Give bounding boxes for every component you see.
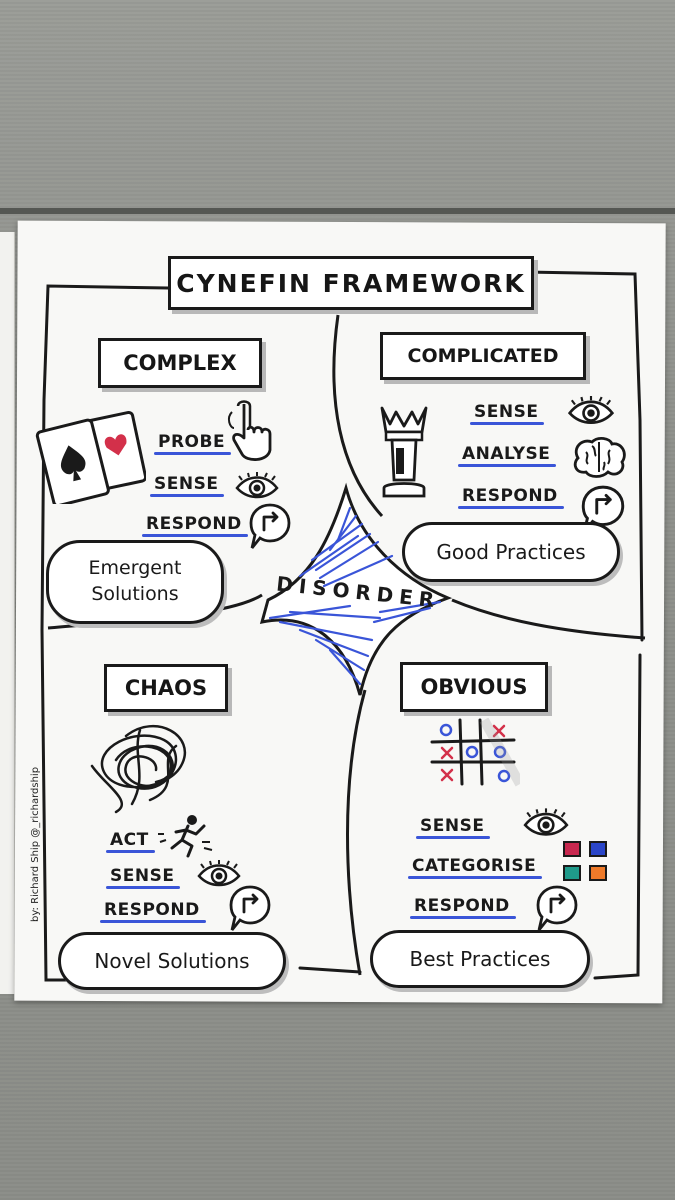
complex-step-respond: RESPOND (142, 514, 248, 537)
pointing-hand-icon (227, 400, 272, 461)
eye-icon (235, 472, 279, 499)
brain-icon (573, 437, 626, 478)
artist-credit: by: Richard Ship @_richardship (30, 766, 41, 922)
complicated-step-sense: SENSE (469, 402, 545, 425)
speech-bubble-arrow-icon (229, 885, 271, 931)
complex-outcome-line1: Emergent (88, 557, 182, 580)
complicated-outcome-cloud: Good Practices (402, 522, 620, 582)
complicated-step-analyse: ANALYSE (457, 444, 557, 467)
complicated-step-respond: RESPOND (458, 486, 564, 509)
obvious-outcome-cloud: Best Practices (370, 930, 590, 988)
obvious-step-respond: RESPOND (410, 896, 516, 919)
wall-seam (0, 208, 675, 214)
scribble-icon (90, 724, 186, 814)
complex-title: COMPLEX (98, 338, 262, 388)
obvious-step-categorise: CATEGORISE (407, 856, 543, 879)
speech-bubble-arrow-icon (536, 885, 578, 931)
tic-tac-toe-icon (430, 718, 520, 787)
page-title: CYNEFIN FRAMEWORK (168, 256, 534, 310)
obvious-step-sense: SENSE (415, 816, 491, 839)
eye-icon (567, 396, 615, 424)
chaos-step-sense: SENSE (105, 866, 181, 889)
obvious-title: OBVIOUS (400, 662, 548, 712)
speech-bubble-arrow-icon (249, 503, 291, 549)
chaos-outcome-cloud: Novel Solutions (58, 932, 286, 990)
adjacent-sheet (0, 232, 15, 994)
chaos-step-respond: RESPOND (100, 900, 206, 923)
chaos-step-act: ACT (106, 830, 155, 853)
running-person-icon (158, 815, 213, 858)
complex-outcome-cloud: Emergent Solutions (46, 540, 224, 624)
chess-queen-icon (380, 406, 428, 498)
eye-icon (197, 860, 241, 887)
playing-cards-icon (35, 410, 146, 504)
eye-icon (523, 808, 569, 836)
complex-outcome-line2: Solutions (91, 583, 179, 605)
color-squares-icon (563, 841, 607, 881)
chaos-title: CHAOS (104, 664, 228, 712)
complex-step-sense: SENSE (149, 474, 225, 497)
complex-step-probe: PROBE (153, 432, 232, 455)
complicated-title: COMPLICATED (380, 332, 586, 380)
